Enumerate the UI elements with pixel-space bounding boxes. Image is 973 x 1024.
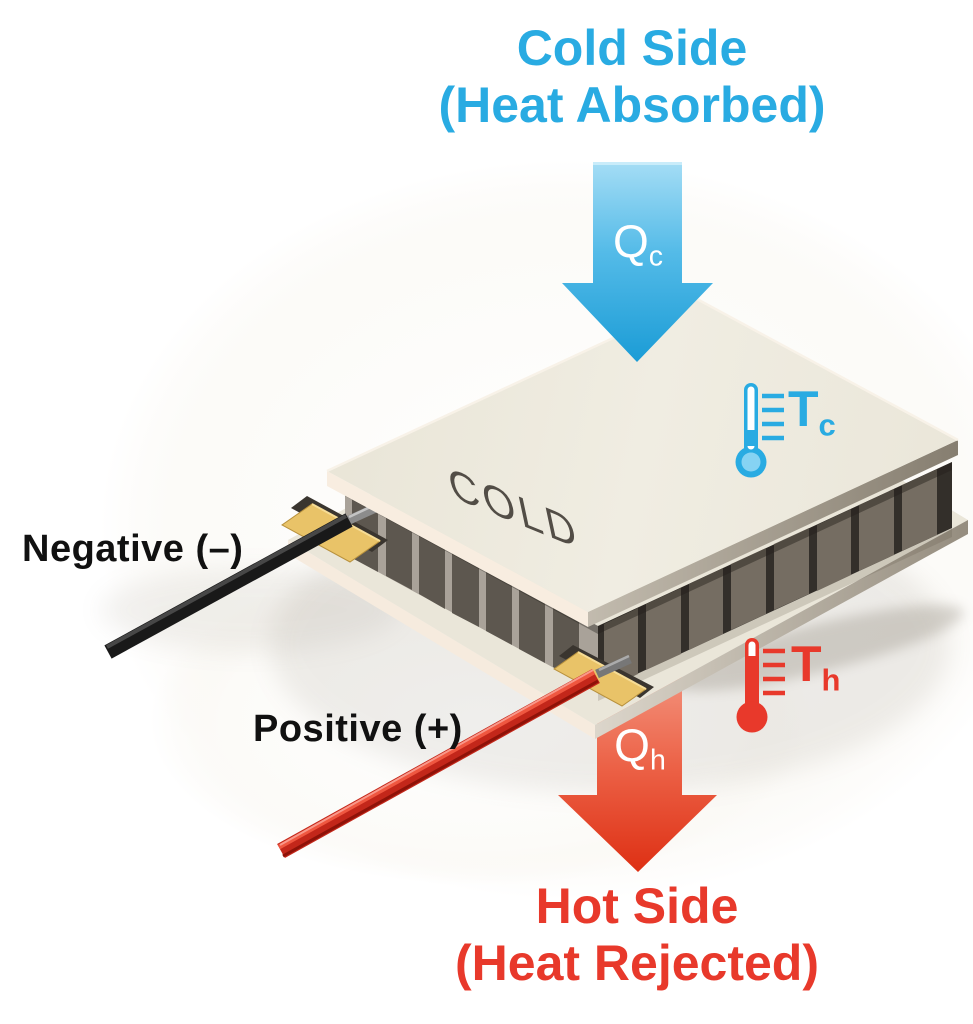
heat-rejected-subtitle: (Heat Rejected) xyxy=(455,935,819,991)
cold-arrow-down xyxy=(562,162,713,362)
qh-subscript: h xyxy=(649,744,666,777)
qc-heat-flow-label: Qc xyxy=(593,214,683,274)
hot-side-title: Hot Side xyxy=(535,878,739,934)
positive-terminal-label: Positive (+) xyxy=(253,708,463,750)
th-temperature-label: Th xyxy=(791,635,840,698)
positive-lead-tip xyxy=(595,654,632,679)
cold-plate: COLD xyxy=(326,297,959,627)
heat-absorbed-subtitle: (Heat Absorbed) xyxy=(438,77,826,133)
tc-symbol: T xyxy=(788,381,819,437)
tc-temperature-label: Tc xyxy=(788,380,836,443)
qh-symbol: Q xyxy=(614,719,650,771)
tc-subscript: c xyxy=(818,407,836,443)
cold-side-title: Cold Side xyxy=(516,20,748,76)
thermometer-hot-icon xyxy=(736,638,785,733)
thermometer-cold-icon xyxy=(735,383,784,478)
hot-side-title-block: Hot Side (Heat Rejected) xyxy=(337,878,937,992)
qc-subscript: c xyxy=(648,240,664,273)
qc-symbol: Q xyxy=(612,215,649,267)
cold-side-title-block: Cold Side (Heat Absorbed) xyxy=(332,20,932,134)
th-symbol: T xyxy=(791,636,822,692)
qh-heat-flow-label: Qh xyxy=(595,718,685,778)
positive-wire xyxy=(277,669,600,858)
negative-terminal-label: Negative (–) xyxy=(22,528,244,570)
th-subscript: h xyxy=(821,662,841,698)
negative-wire xyxy=(104,513,353,659)
